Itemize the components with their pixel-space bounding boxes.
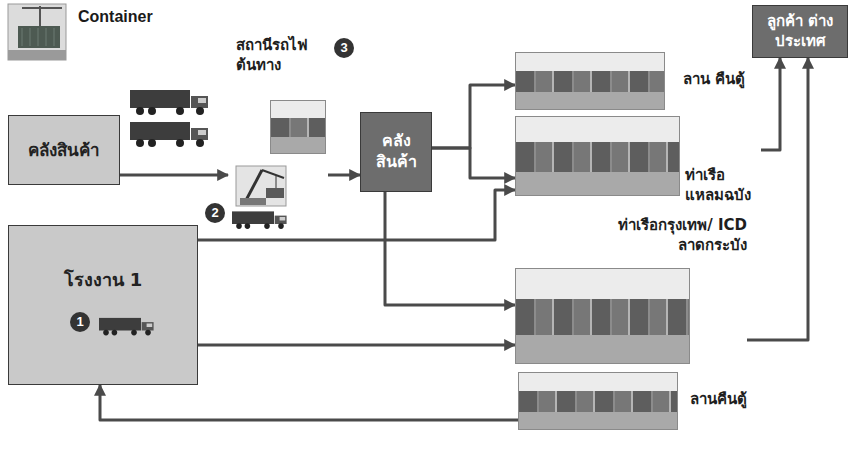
truck — [245, 223, 251, 229]
truck — [145, 330, 151, 336]
container-photo — [22, 28, 23, 46]
flow-arrow — [432, 85, 515, 148]
crane-picture — [266, 188, 284, 198]
truck — [99, 318, 154, 336]
warehouse-box: คลังสินค้า — [8, 115, 120, 185]
truck — [142, 322, 154, 330]
container-photo — [46, 28, 47, 46]
warehouse-box: คลัง สินค้า — [360, 112, 432, 192]
node-label: คลังสินค้า — [15, 139, 113, 161]
flow-arrow — [120, 174, 228, 177]
truck — [103, 330, 109, 336]
truck — [176, 139, 184, 147]
photo — [515, 52, 665, 110]
truck — [148, 139, 156, 147]
truck — [275, 216, 287, 224]
truck — [280, 217, 286, 221]
container-photo — [8, 50, 66, 60]
container-photo — [8, 4, 66, 60]
node-label: ลาน คืนตู้ — [683, 70, 747, 90]
flow-arrow — [198, 190, 515, 240]
photo — [270, 100, 326, 154]
port: ท่าเรือ แหลมฉบัง — [515, 116, 761, 212]
crane-picture — [276, 176, 277, 188]
crane-picture — [262, 170, 284, 178]
container-photo — [54, 28, 55, 46]
node-label: ท่าเรือ แหลมฉบัง — [685, 166, 761, 205]
flow-arrow — [432, 148, 515, 178]
flow-arrow — [198, 344, 515, 347]
container-photo — [30, 28, 31, 46]
truck — [130, 122, 208, 147]
container-yard: ลาน คืนตู้ — [515, 52, 747, 114]
truck — [130, 90, 190, 108]
customer-box: ลูกค้า ต่างประเทศ — [752, 5, 848, 58]
truck — [232, 211, 287, 229]
truck — [136, 107, 144, 115]
container-photo — [38, 28, 39, 46]
truck — [264, 223, 270, 229]
photo — [518, 372, 678, 430]
truck — [196, 139, 204, 147]
crane-picture — [240, 198, 266, 205]
photo-caption: Container — [78, 8, 153, 26]
flow-arrow — [385, 192, 515, 305]
truck — [147, 324, 153, 328]
truck — [278, 223, 284, 229]
truck — [236, 223, 242, 229]
flow-arrow — [328, 174, 360, 177]
truck — [191, 96, 208, 108]
truck — [131, 330, 137, 336]
truck — [148, 107, 156, 115]
crane-picture — [236, 166, 286, 206]
truck — [176, 107, 184, 115]
truck — [232, 211, 274, 224]
truck — [136, 139, 144, 147]
flow-arrow — [761, 58, 780, 150]
factory-box: โรงงาน 1 — [8, 225, 198, 385]
flow-arrow — [747, 58, 808, 340]
truck — [99, 318, 141, 331]
photo — [515, 268, 690, 364]
node-label: ท่าเรือกรุงเทพ/ ICD ลาดกระบัง — [577, 216, 747, 255]
truck — [196, 107, 204, 115]
callout-number: 2 — [205, 203, 225, 223]
flow-arrow — [100, 385, 518, 420]
photo — [515, 116, 680, 196]
node-label: โรงงาน 1 — [15, 268, 191, 291]
truck — [112, 330, 118, 336]
rail-station: สถานีรถไฟ ต้นทาง — [228, 36, 328, 210]
node-label: ลานคืนตู้ — [690, 390, 762, 410]
truck — [99, 311, 155, 343]
container-yard: ลานคืนตู้ — [518, 372, 763, 432]
callout-number: 1 — [70, 312, 90, 332]
node-label: ลูกค้า ต่างประเทศ — [759, 12, 841, 51]
truck — [198, 98, 206, 103]
truck — [191, 128, 208, 140]
container-photo — [8, 4, 66, 60]
truck — [130, 122, 190, 140]
node-label: คลัง สินค้า — [367, 131, 425, 173]
callout-number: 3 — [334, 38, 354, 58]
crane-picture — [236, 166, 286, 206]
node-label: สถานีรถไฟ ต้นทาง — [236, 36, 326, 75]
container-photo — [18, 26, 60, 48]
truck — [130, 90, 208, 115]
port: ท่าเรือกรุงเทพ/ ICD ลาดกระบัง — [515, 216, 747, 366]
container-photo — [22, 7, 62, 9]
truck — [198, 130, 206, 135]
